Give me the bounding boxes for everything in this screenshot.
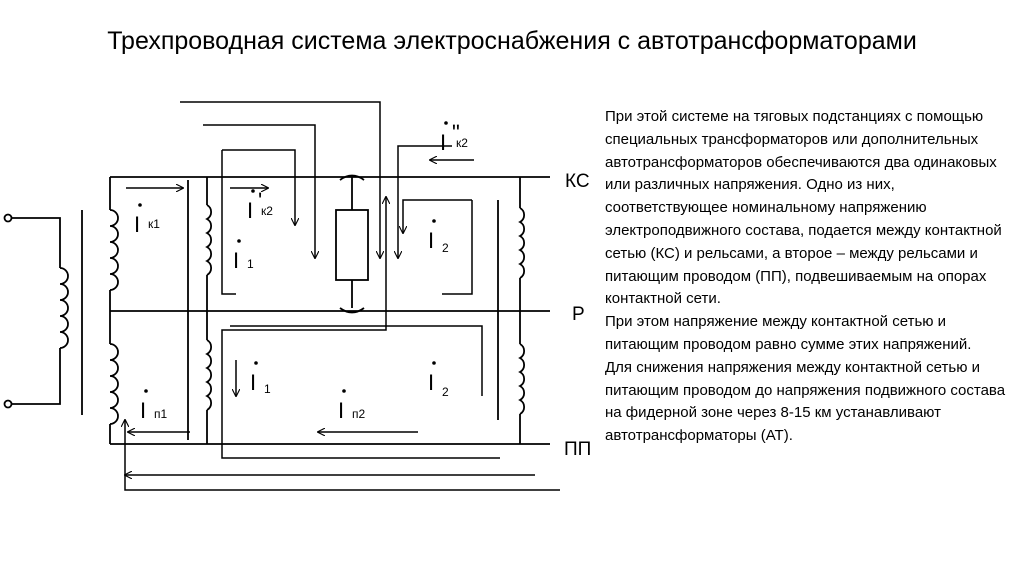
electric-locomotive bbox=[335, 174, 369, 314]
input-terminal-bottom bbox=[3, 399, 13, 409]
svg-text:I: I bbox=[338, 398, 344, 423]
svg-text:2: 2 bbox=[442, 385, 449, 399]
svg-text:к1: к1 bbox=[148, 217, 160, 231]
current-label-ip2: I п2 bbox=[338, 389, 365, 423]
current-symbol: I bbox=[134, 212, 140, 237]
bus-label-pp: ПП bbox=[564, 439, 591, 460]
svg-text:ʹ: ʹ bbox=[258, 188, 262, 213]
svg-text:к2: к2 bbox=[456, 136, 468, 150]
svg-text:к2: к2 bbox=[261, 204, 273, 218]
bus-label-r: Р bbox=[572, 304, 585, 325]
current-label-ip1: I п1 bbox=[140, 389, 167, 423]
substation-coil-lower bbox=[109, 343, 119, 425]
description-paragraph: При этой системе на тяговых подстанциях … bbox=[605, 108, 1002, 308]
svg-text:1: 1 bbox=[247, 257, 254, 271]
primary-coil bbox=[59, 267, 69, 349]
svg-text:I: I bbox=[428, 228, 434, 253]
at-coil-upper bbox=[205, 204, 213, 276]
svg-text:п2: п2 bbox=[352, 407, 365, 421]
substation-windings bbox=[109, 177, 119, 444]
current-label-i2-upper: I 2 bbox=[428, 219, 449, 255]
current-label-ik2-prime: I ʹ к2 bbox=[247, 188, 273, 223]
svg-text:I: I bbox=[440, 130, 446, 155]
direction-arrows bbox=[126, 160, 474, 432]
slide-title: Трехпроводная система электроснабжения с… bbox=[107, 27, 917, 55]
current-label-ik2-double-prime: I ʺ к2 bbox=[440, 120, 468, 155]
description-paragraph: При этом напряжение между контактной сет… bbox=[605, 313, 972, 353]
current-label-i2-lower: I 2 bbox=[428, 361, 449, 399]
at-coil-lower bbox=[205, 339, 213, 411]
svg-text:I: I bbox=[247, 198, 253, 223]
current-label-i1-upper: I 1 bbox=[233, 239, 254, 273]
autotransformer-station bbox=[187, 177, 213, 444]
svg-text:I: I bbox=[140, 398, 146, 423]
description-text: При этой системе на тяговых подстанциях … bbox=[605, 106, 1015, 448]
substation-coil-upper bbox=[109, 209, 119, 291]
remote-at-coil-upper bbox=[518, 207, 526, 279]
svg-text:п1: п1 bbox=[154, 407, 167, 421]
autotransformer-remote bbox=[497, 177, 526, 444]
description-paragraph: Для снижения напряжения между контактной… bbox=[605, 358, 1006, 445]
circuit-diagram: КС Р ПП bbox=[3, 101, 591, 491]
current-paths bbox=[125, 101, 560, 491]
svg-text:ʺ: ʺ bbox=[452, 120, 460, 145]
current-label-i1-lower: I 1 bbox=[250, 361, 271, 396]
svg-text:I: I bbox=[250, 370, 256, 395]
source-winding bbox=[3, 210, 83, 415]
current-label-ik1: I к1 bbox=[134, 203, 160, 237]
svg-text:I: I bbox=[233, 248, 239, 273]
svg-text:2: 2 bbox=[442, 241, 449, 255]
svg-text:1: 1 bbox=[264, 382, 271, 396]
input-terminal-top bbox=[3, 213, 13, 223]
remote-at-coil-lower bbox=[518, 343, 526, 415]
locomotive-load bbox=[335, 209, 369, 281]
bus-label-ks: КС bbox=[565, 171, 590, 192]
svg-text:I: I bbox=[428, 370, 434, 395]
